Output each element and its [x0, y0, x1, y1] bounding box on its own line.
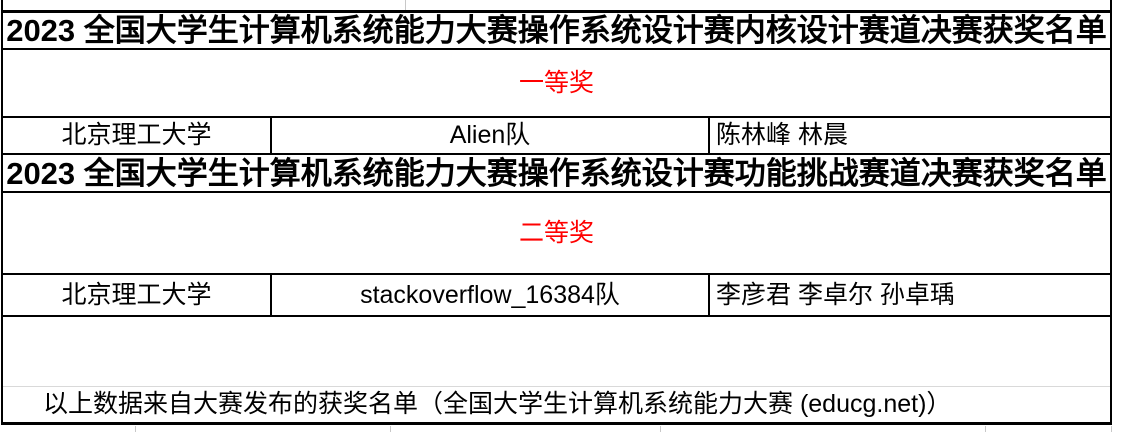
winner-row-2: 北京理工大学 stackoverflow_16384队 李彦君 李卓尔 孙卓瑀 — [3, 275, 1110, 317]
team-members-cell: 李彦君 李卓尔 孙卓瑀 — [716, 280, 955, 309]
section-1-title: 2023 全国大学生计算机系统能力大赛操作系统设计赛内核设计赛道决赛获奖名单 — [3, 13, 1110, 50]
top-left-border-stub — [1, 0, 3, 10]
award-table: 2023 全国大学生计算机系统能力大赛操作系统设计赛内核设计赛道决赛获奖名单 一… — [1, 10, 1112, 425]
school-cell: 北京理工大学 — [3, 275, 272, 315]
bottom-gridline — [660, 426, 661, 432]
team-name-cell: Alien队 — [272, 118, 710, 153]
team-name-cell: stackoverflow_16384队 — [272, 275, 710, 315]
team-members-cell: 陈林峰 林晨 — [716, 121, 848, 149]
winner-row-1: 北京理工大学 Alien队 陈林峰 林晨 — [3, 118, 1110, 155]
bottom-gridline — [390, 426, 391, 432]
top-right-border-stub — [1110, 0, 1112, 10]
section-2-title: 2023 全国大学生计算机系统能力大赛操作系统设计赛功能挑战赛道决赛获奖名单 — [3, 155, 1110, 193]
school-cell: 北京理工大学 — [3, 118, 272, 153]
section-2-award-level: 二等奖 — [3, 193, 1110, 275]
bottom-gridline — [1111, 426, 1112, 432]
empty-row — [3, 317, 1110, 387]
top-gridline — [405, 0, 406, 10]
section-1-award-level: 一等奖 — [3, 50, 1110, 118]
bottom-gridline — [985, 426, 986, 432]
data-source-note: 以上数据来自大赛发布的获奖名单（全国大学生计算机系统能力大赛 (educg.ne… — [43, 390, 952, 418]
bottom-gridline — [135, 426, 136, 432]
